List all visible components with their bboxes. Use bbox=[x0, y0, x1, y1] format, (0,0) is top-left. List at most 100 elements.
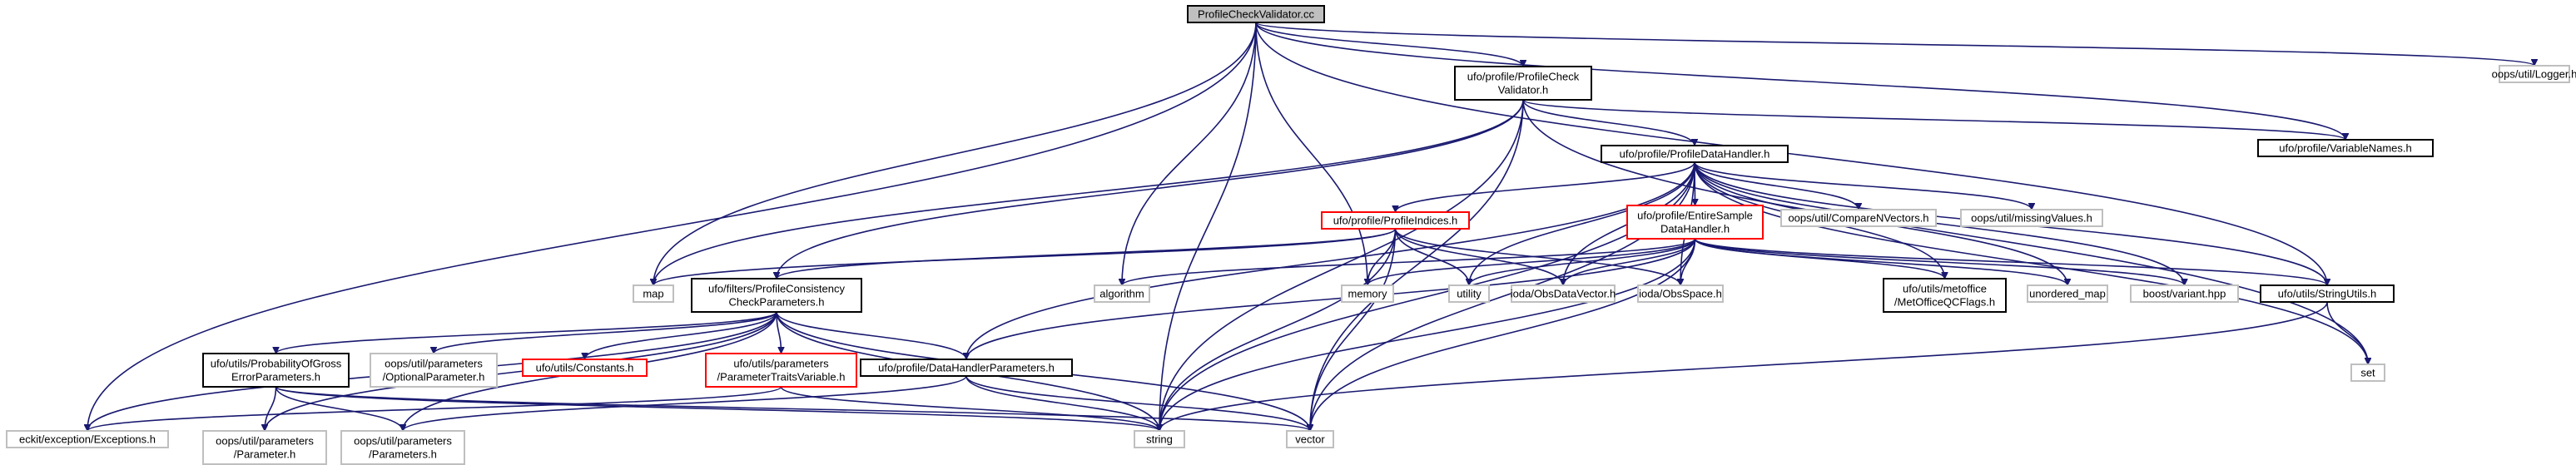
node-label: oops/util/parameters bbox=[216, 435, 314, 448]
node-map: map bbox=[633, 284, 674, 303]
edge-profind-to-obsdatavec bbox=[1394, 228, 1564, 286]
edge-strutils-to-set bbox=[2326, 301, 2368, 364]
edge-pcv_h-to-pdh bbox=[1522, 99, 1695, 146]
node-label: oops/util/Logger.h bbox=[2492, 68, 2576, 81]
node-unordered: unordered_map bbox=[2027, 284, 2108, 303]
node-label: unordered_map bbox=[2029, 288, 2106, 300]
node-pcv_h[interactable]: ufo/profile/ProfileCheckValidator.h bbox=[1454, 66, 1592, 101]
node-eckit: eckit/exception/Exceptions.h bbox=[6, 430, 169, 448]
node-box bbox=[1601, 145, 1789, 163]
node-label: oops/util/missingValues.h bbox=[1971, 212, 2092, 225]
edge-profind-to-map bbox=[653, 228, 1397, 286]
edge-pcv_h-to-vector bbox=[1310, 99, 1524, 431]
edge-entire-to-variant bbox=[1694, 238, 2185, 286]
edge-pdh-to-variant bbox=[1694, 161, 2185, 285]
node-missing: oops/util/missingValues.h bbox=[1960, 209, 2103, 227]
edge-entire-to-unordered bbox=[1694, 238, 2068, 286]
edge-root-to-strutils bbox=[1255, 22, 2327, 285]
node-box bbox=[1448, 284, 1490, 303]
edge-entire-to-utility bbox=[1469, 238, 1696, 286]
node-obsdatavec: ioda/ObsDataVector.h bbox=[1511, 284, 1616, 303]
edge-root-to-eckit bbox=[87, 22, 1257, 431]
node-label: oops/util/parameters bbox=[354, 435, 452, 448]
node-label: eckit/exception/Exceptions.h bbox=[19, 433, 156, 446]
node-label: /ParameterTraitsVariable.h bbox=[717, 371, 846, 383]
node-box bbox=[1321, 211, 1470, 230]
node-box bbox=[2260, 284, 2395, 303]
node-box bbox=[2350, 364, 2385, 382]
node-vector: vector bbox=[1286, 430, 1334, 448]
node-label: ufo/utils/StringUtils.h bbox=[2278, 288, 2377, 300]
edge-probgross-to-vector bbox=[275, 386, 1311, 432]
node-metoffice[interactable]: ufo/utils/metoffice/MetOfficeQCFlags.h bbox=[1883, 278, 2007, 313]
node-strutils[interactable]: ufo/utils/StringUtils.h bbox=[2260, 284, 2395, 303]
node-label: string bbox=[1146, 433, 1173, 446]
edge-pdh-to-comparen bbox=[1694, 161, 1859, 210]
edge-pcp-to-optparam bbox=[434, 311, 777, 354]
node-box bbox=[1454, 66, 1592, 101]
node-obsspace: ioda/ObsSpace.h bbox=[1637, 284, 1724, 303]
edge-pcp-to-constants bbox=[585, 311, 777, 360]
node-box bbox=[1883, 278, 2007, 313]
node-label: /OptionalParameter.h bbox=[383, 371, 485, 383]
node-box bbox=[860, 359, 1073, 377]
node-label: oops/util/CompareNVectors.h bbox=[1788, 212, 1928, 225]
edge-entire-to-dhp bbox=[966, 238, 1696, 360]
node-box bbox=[202, 430, 327, 465]
node-box bbox=[633, 284, 674, 303]
node-label: ErrorParameters.h bbox=[231, 371, 320, 383]
node-box bbox=[6, 430, 169, 448]
node-label: Validator.h bbox=[1498, 84, 1548, 96]
edge-strutils-to-string bbox=[1159, 301, 2328, 432]
node-ptv[interactable]: ufo/utils/parameters/ParameterTraitsVari… bbox=[705, 353, 857, 388]
nodes-layer: ProfileCheckValidator.cc oops/util/Logger… bbox=[6, 5, 2576, 465]
edge-pdh-to-dhp bbox=[966, 161, 1695, 359]
node-pdh[interactable]: ufo/profile/ProfileDataHandler.h bbox=[1601, 145, 1789, 163]
node-logger: oops/util/Logger.h bbox=[2492, 65, 2576, 83]
edge-profind-to-utility bbox=[1394, 228, 1470, 286]
edge-entire-to-strutils bbox=[1694, 238, 2328, 286]
edge-profind-to-vector bbox=[1310, 228, 1397, 431]
node-set: set bbox=[2350, 364, 2385, 382]
edge-root-to-map bbox=[653, 22, 1257, 285]
edge-dhp-to-string bbox=[965, 375, 1159, 432]
node-constants[interactable]: ufo/utils/Constants.h bbox=[522, 359, 648, 377]
edge-dhp-to-vector bbox=[965, 375, 1310, 432]
node-label: map bbox=[643, 288, 663, 300]
edge-root-to-varnames bbox=[1255, 22, 2345, 141]
node-label: ioda/ObsDataVector.h bbox=[1511, 288, 1616, 300]
edge-pcp-to-dhp bbox=[776, 311, 966, 360]
node-box bbox=[1134, 430, 1185, 448]
node-box bbox=[1341, 284, 1394, 303]
node-label: DataHandler.h bbox=[1660, 223, 1730, 235]
node-box bbox=[1637, 284, 1724, 303]
node-box bbox=[2130, 284, 2239, 303]
edge-entire-to-obsdatavec bbox=[1563, 238, 1696, 286]
edge-pdh-to-missing bbox=[1694, 161, 2032, 210]
node-dhp[interactable]: ufo/profile/DataHandlerParameters.h bbox=[860, 359, 1073, 377]
node-root[interactable]: ProfileCheckValidator.cc bbox=[1187, 5, 1325, 23]
node-pcp[interactable]: ufo/filters/ProfileConsistencyCheckParam… bbox=[691, 278, 862, 313]
node-optparam: oops/util/parameters/OptionalParameter.h bbox=[370, 353, 498, 388]
node-label: ufo/utils/parameters bbox=[733, 358, 829, 370]
node-varnames[interactable]: ufo/profile/VariableNames.h bbox=[2257, 139, 2434, 157]
edge-entire-to-vector bbox=[1310, 238, 1696, 431]
node-comparen: oops/util/CompareNVectors.h bbox=[1780, 209, 1937, 227]
node-label: /Parameters.h bbox=[369, 448, 437, 461]
edge-pcp-to-ptv bbox=[776, 311, 782, 354]
node-label: ufo/profile/ProfileIndices.h bbox=[1333, 215, 1458, 227]
edge-root-to-string bbox=[1159, 22, 1257, 431]
node-profind[interactable]: ufo/profile/ProfileIndices.h bbox=[1321, 211, 1470, 230]
node-label: CheckParameters.h bbox=[729, 296, 825, 309]
node-box bbox=[1511, 284, 1616, 303]
node-probgross[interactable]: ufo/utils/ProbabilityOfGrossErrorParamet… bbox=[202, 353, 350, 388]
node-label: vector bbox=[1295, 433, 1325, 446]
edge-pcp-to-param bbox=[265, 311, 777, 431]
edge-profind-to-pcp bbox=[777, 228, 1397, 279]
edge-profind-to-obsspace bbox=[1394, 228, 1681, 286]
edge-pcv_h-to-varnames bbox=[1522, 99, 2345, 141]
node-box bbox=[1626, 205, 1764, 240]
node-label: /Parameter.h bbox=[234, 448, 295, 461]
